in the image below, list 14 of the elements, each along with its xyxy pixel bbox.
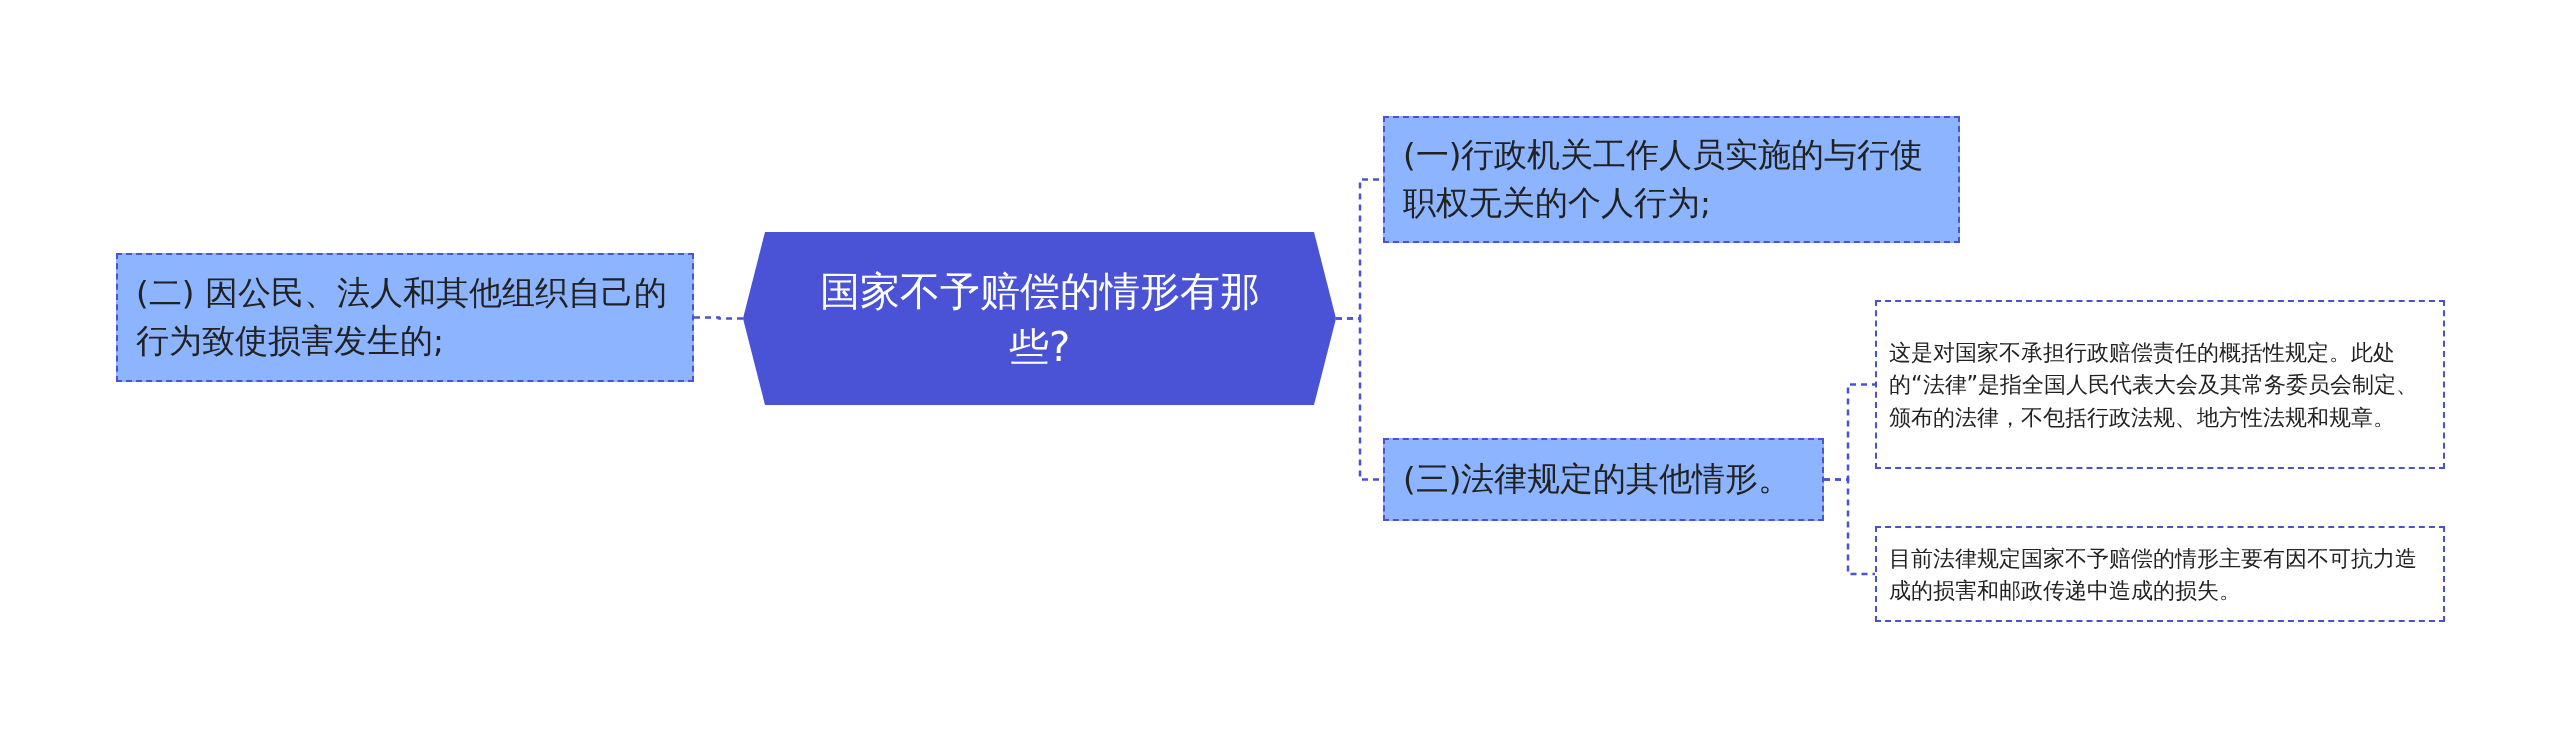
topic-box xyxy=(1383,438,1824,521)
node-text: 目前法律规定国家不予赔偿的情形主要有因不可抗力造成的损害和邮政传递中造成的损失。 xyxy=(1889,543,2418,605)
topic-box xyxy=(1383,116,1960,243)
node-text: (二) 因公民、法人和其他组织自己的行为致使损害发生的; xyxy=(136,273,668,362)
topic-box xyxy=(116,253,694,382)
node-text: 国家不予赔偿的情形有那些? xyxy=(818,266,1261,372)
note-box xyxy=(1875,526,2445,622)
connector-line xyxy=(1824,478,1875,576)
node-text: 这是对国家不承担行政赔偿责任的概括性规定。此处的“法律”是指全国人民代表大会及其常务委员会制定、颁布的法律，不包括行政法规、地方性法规和规章。 xyxy=(1889,338,2420,432)
connector-line xyxy=(694,316,743,320)
topic-hexagon xyxy=(743,232,1336,405)
node-text: (三)法律规定的其他情形。 xyxy=(1403,458,1792,500)
note-box xyxy=(1875,300,2445,469)
node-text: (一)行政机关工作人员实施的与行使职权无关的个人行为; xyxy=(1403,135,1925,224)
